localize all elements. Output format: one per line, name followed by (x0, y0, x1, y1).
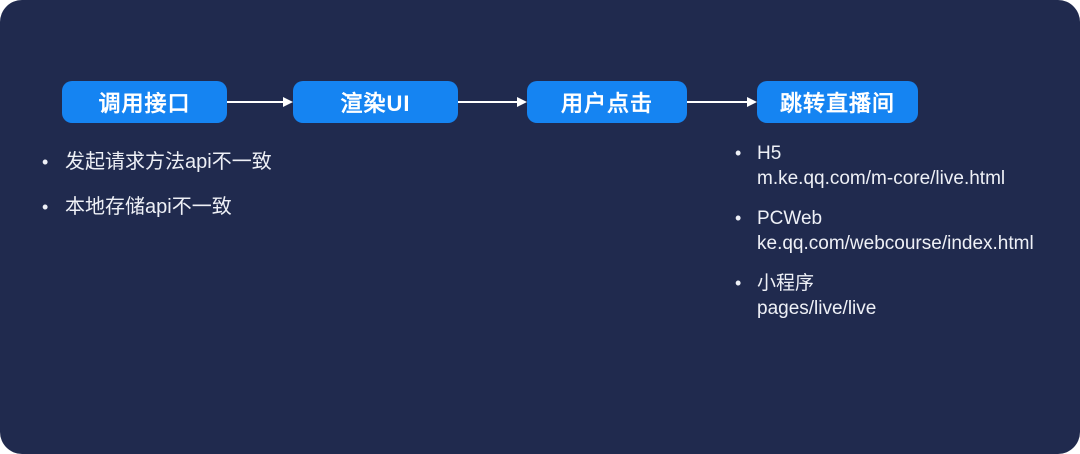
flow-node-label: 用户点击 (560, 91, 653, 116)
flow-node-jump-live-room: 跳转直播间 (757, 81, 918, 123)
note-title: PCWeb (757, 208, 823, 229)
flow-node-render-ui: 渲染UI (293, 81, 458, 123)
note-url: ke.qq.com/webcourse/index.html (757, 233, 1034, 254)
left-notes-list: 发起请求方法api不一致 本地存储api不一致 (40, 152, 272, 242)
note-text: 发起请求方法api不一致 (65, 151, 272, 173)
note-url: pages/live/live (757, 298, 877, 319)
note-text: 本地存储api不一致 (65, 196, 232, 218)
flow-node-label: 跳转直播间 (779, 91, 895, 116)
flow-node-label: 渲染UI (340, 91, 411, 116)
flow-node-user-click: 用户点击 (527, 81, 687, 123)
note-title: H5 (757, 143, 782, 164)
flow-node-label: 调用接口 (98, 91, 191, 116)
note-item: 发起请求方法api不一致 (40, 151, 272, 174)
note-title: 小程序 (757, 273, 815, 294)
note-item-h5: H5 m.ke.qq.com/m-core/live.html (733, 141, 1034, 191)
right-arrow-icon (687, 95, 757, 109)
note-item-miniprogram: 小程序 pages/live/live (733, 271, 1034, 321)
right-arrow-icon (458, 95, 527, 109)
note-url: m.ke.qq.com/m-core/live.html (757, 168, 1006, 189)
flow-node-call-api: 调用接口 (62, 81, 227, 123)
right-notes-list: H5 m.ke.qq.com/m-core/live.html PCWeb ke… (733, 141, 1034, 336)
note-item-pcweb: PCWeb ke.qq.com/webcourse/index.html (733, 206, 1034, 256)
right-arrow-icon (227, 95, 293, 109)
note-item: 本地存储api不一致 (40, 196, 272, 219)
flow-row: 调用接口 渲染UI 用户点击 跳转直播间 (62, 81, 918, 123)
